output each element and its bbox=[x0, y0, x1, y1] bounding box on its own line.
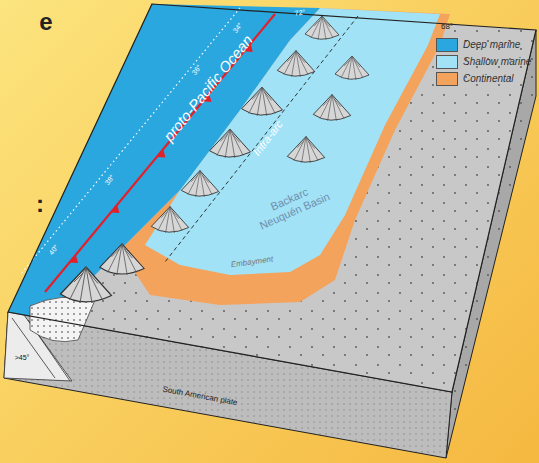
slide-text-fragment: : bbox=[36, 190, 44, 218]
legend: Deep marineShallow marineContinental bbox=[436, 36, 531, 87]
continent-surface bbox=[8, 4, 536, 392]
arc-label: Intra-arc bbox=[250, 118, 285, 158]
legend-row: Deep marine bbox=[436, 36, 531, 53]
latitude-label: 40° bbox=[48, 243, 61, 256]
legend-text: Shallow marine bbox=[463, 56, 531, 67]
legend-row: Shallow marine bbox=[436, 53, 531, 70]
wedge-texture bbox=[30, 297, 95, 342]
block-outline bbox=[8, 4, 536, 392]
latitude-label: 38° bbox=[104, 173, 117, 186]
accretionary-wedge bbox=[30, 297, 95, 342]
deep-ocean-area bbox=[8, 4, 320, 320]
legend-swatch bbox=[436, 55, 458, 69]
latitude-label: 36° bbox=[191, 63, 204, 76]
plate-label: South American plate bbox=[162, 385, 238, 408]
dashed-line bbox=[165, 16, 358, 262]
trench-line bbox=[45, 14, 275, 292]
continent-texture bbox=[8, 4, 536, 392]
slide-text-fragment: e bbox=[39, 8, 52, 36]
angle-label: >45° bbox=[15, 354, 30, 362]
basin-label: Backarc Neuquén Basin bbox=[248, 176, 335, 233]
legend-text: Deep marine bbox=[463, 39, 520, 50]
ocean-label: proto-Pacific Ocean bbox=[160, 31, 256, 144]
longitude-label: 72° bbox=[294, 8, 306, 17]
arc-volcanoes bbox=[61, 16, 370, 303]
dotted-line bbox=[20, 8, 240, 275]
embayment-label: Embayment bbox=[230, 254, 274, 269]
legend-text: Continental bbox=[463, 73, 514, 84]
longitude-label: 68° bbox=[441, 22, 453, 31]
legend-row: Continental bbox=[436, 70, 531, 87]
legend-swatch bbox=[436, 72, 458, 86]
legend-swatch bbox=[436, 38, 458, 52]
